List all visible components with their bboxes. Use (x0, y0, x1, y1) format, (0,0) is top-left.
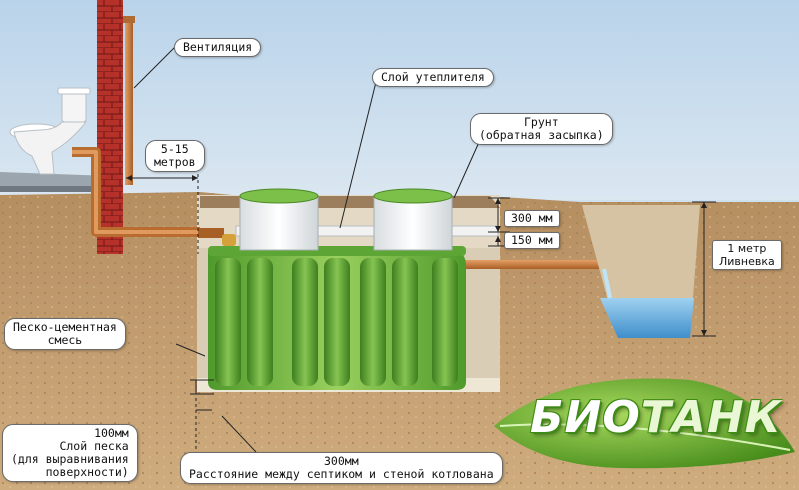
soil-backfill-label: Грунт (обратная засыпка) (470, 113, 613, 145)
dimension-lines (126, 45, 716, 470)
insulation-layer-label: Слой утеплителя (372, 68, 494, 87)
septic-tank (208, 188, 466, 390)
distance-label: 5-15 метров (145, 140, 205, 172)
dimension-arrows (126, 175, 707, 336)
toilet (9, 87, 91, 175)
drain-trench (582, 205, 700, 338)
sky (0, 0, 799, 200)
water (600, 298, 694, 338)
biotank-logo: БИОТАНК (530, 392, 782, 443)
brick-wall (97, 0, 123, 254)
ventilation-label: Вентиляция (174, 38, 262, 57)
house-floor (0, 172, 110, 190)
sand-layer-label: 100мм Слой песка (для выравнивания повер… (2, 424, 138, 482)
dimension-300mm-label: 300 мм (504, 210, 560, 227)
one-meter-storm-drain-label: 1 метр Ливневка (712, 240, 782, 270)
dimension-150mm-label: 150 мм (504, 232, 560, 249)
logo-part-bio: БИО (530, 392, 641, 443)
tank-to-wall-distance-label: 300мм Расстояние между септиком и стеной… (180, 452, 503, 484)
pipes (72, 16, 612, 269)
sand-cement-mix-label: Песко-цементная смесь (4, 318, 126, 350)
logo-part-tank: ТАНК (640, 392, 782, 443)
leaf-icon (494, 378, 795, 469)
